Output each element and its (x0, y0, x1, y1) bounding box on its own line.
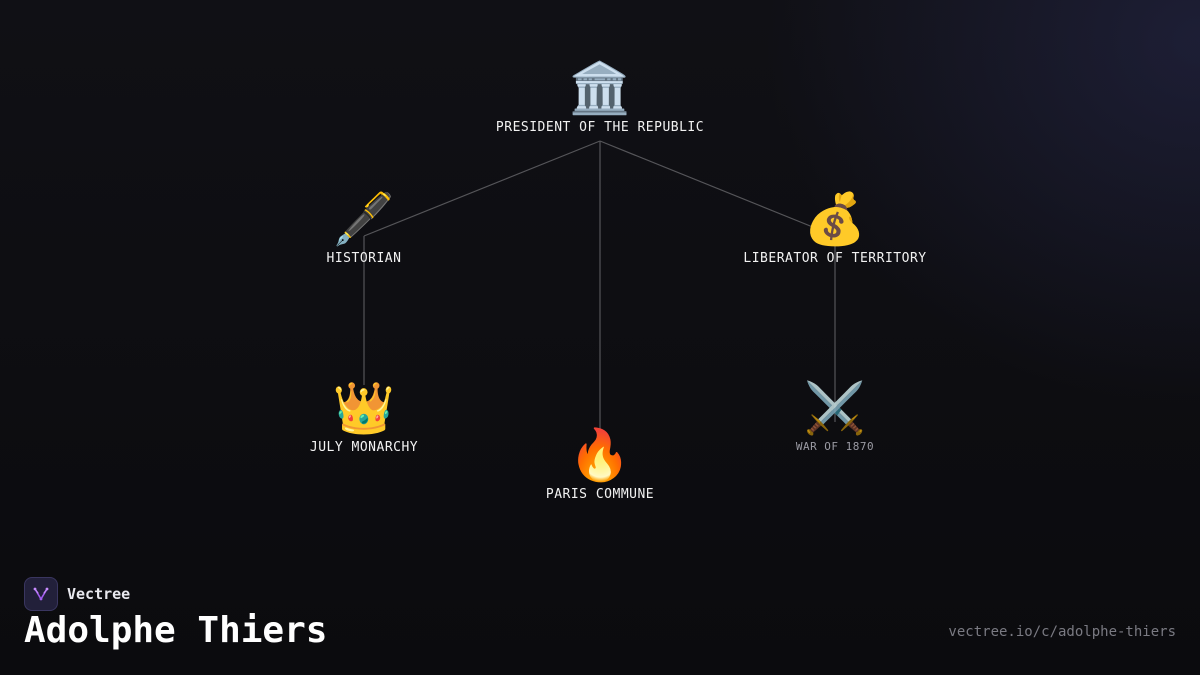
node-label-historian: HISTORIAN (326, 251, 402, 266)
node-label-president: PRESIDENT OF THE REPUBLIC (495, 120, 705, 135)
node-war-of-1870[interactable]: ⚔️ WAR OF 1870 (796, 378, 874, 453)
edge-president-liberator (599, 140, 836, 237)
node-president[interactable]: 🏛️ PRESIDENT OF THE REPUBLIC (496, 58, 704, 135)
node-liberator[interactable]: 💰 LIBERATOR OF TERRITORY (743, 189, 926, 266)
fire-icon: 🔥 (568, 426, 632, 484)
fountain-pen-icon: 🖋️ (332, 190, 396, 248)
node-label-liberator: LIBERATOR OF TERRITORY (743, 251, 927, 266)
vectree-logo-icon (24, 577, 58, 611)
crown-icon: 👑 (332, 379, 396, 437)
brand[interactable]: Vectree (24, 577, 130, 611)
edge-president-historian (363, 140, 601, 237)
node-paris-commune[interactable]: 🔥 PARIS COMMUNE (546, 425, 654, 502)
classical-building-icon: 🏛️ (568, 59, 632, 117)
page-url[interactable]: vectree.io/c/adolphe-thiers (948, 624, 1176, 640)
node-label-july-monarchy: JULY MONARCHY (309, 440, 419, 455)
node-label-war-of-1870: WAR OF 1870 (795, 440, 875, 453)
node-label-paris-commune: PARIS COMMUNE (545, 487, 655, 502)
node-historian[interactable]: 🖋️ HISTORIAN (327, 189, 402, 266)
node-july-monarchy[interactable]: 👑 JULY MONARCHY (310, 378, 418, 455)
page-title: Adolphe Thiers (24, 610, 328, 651)
brand-name: Vectree (67, 585, 131, 603)
crossed-swords-icon: ⚔️ (803, 379, 867, 437)
money-bag-icon: 💰 (803, 190, 867, 248)
